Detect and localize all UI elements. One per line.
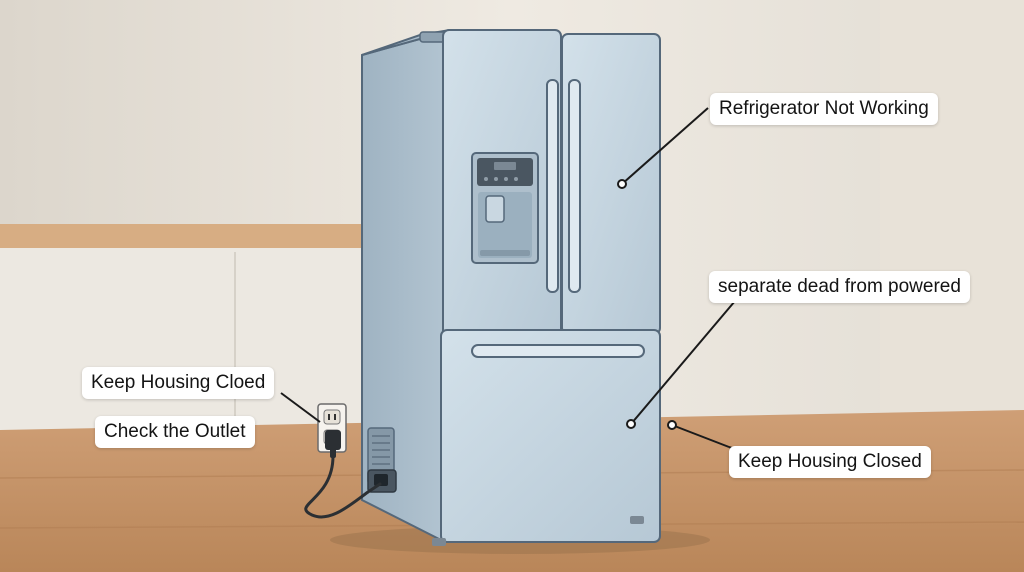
callout-check-the-outlet: Check the Outlet [95, 416, 255, 448]
right-door-handle [568, 79, 581, 293]
callout-refrigerator-not-working: Refrigerator Not Working [710, 93, 938, 125]
plug-connector [374, 474, 388, 486]
display-indicator [514, 177, 518, 181]
fridge-foot [432, 538, 446, 546]
background-cabinet [0, 248, 368, 433]
fridge-foot [630, 516, 644, 524]
callout-keep-housing-closed: Keep Housing Closed [729, 446, 931, 478]
power-cord [304, 454, 382, 519]
freezer-drawer-handle [471, 344, 645, 358]
power-plug-icon [325, 430, 341, 458]
callout-keep-housing-cloed: Keep Housing Cloed [82, 367, 275, 399]
display-indicator [494, 177, 498, 181]
dispenser-display [477, 158, 533, 186]
display-indicator [504, 177, 508, 181]
left-door-handle [546, 79, 559, 293]
dispenser-lever [485, 195, 505, 223]
display-digits [494, 162, 516, 170]
dispenser-tray [480, 250, 530, 256]
wall-panel-right [880, 0, 1024, 430]
background-counter-top [0, 224, 368, 248]
display-indicator [484, 177, 488, 181]
callout-separate-dead-from-powered: separate dead from powered [709, 271, 970, 303]
vent-slots [372, 435, 390, 465]
freezer-drawer [440, 329, 661, 543]
